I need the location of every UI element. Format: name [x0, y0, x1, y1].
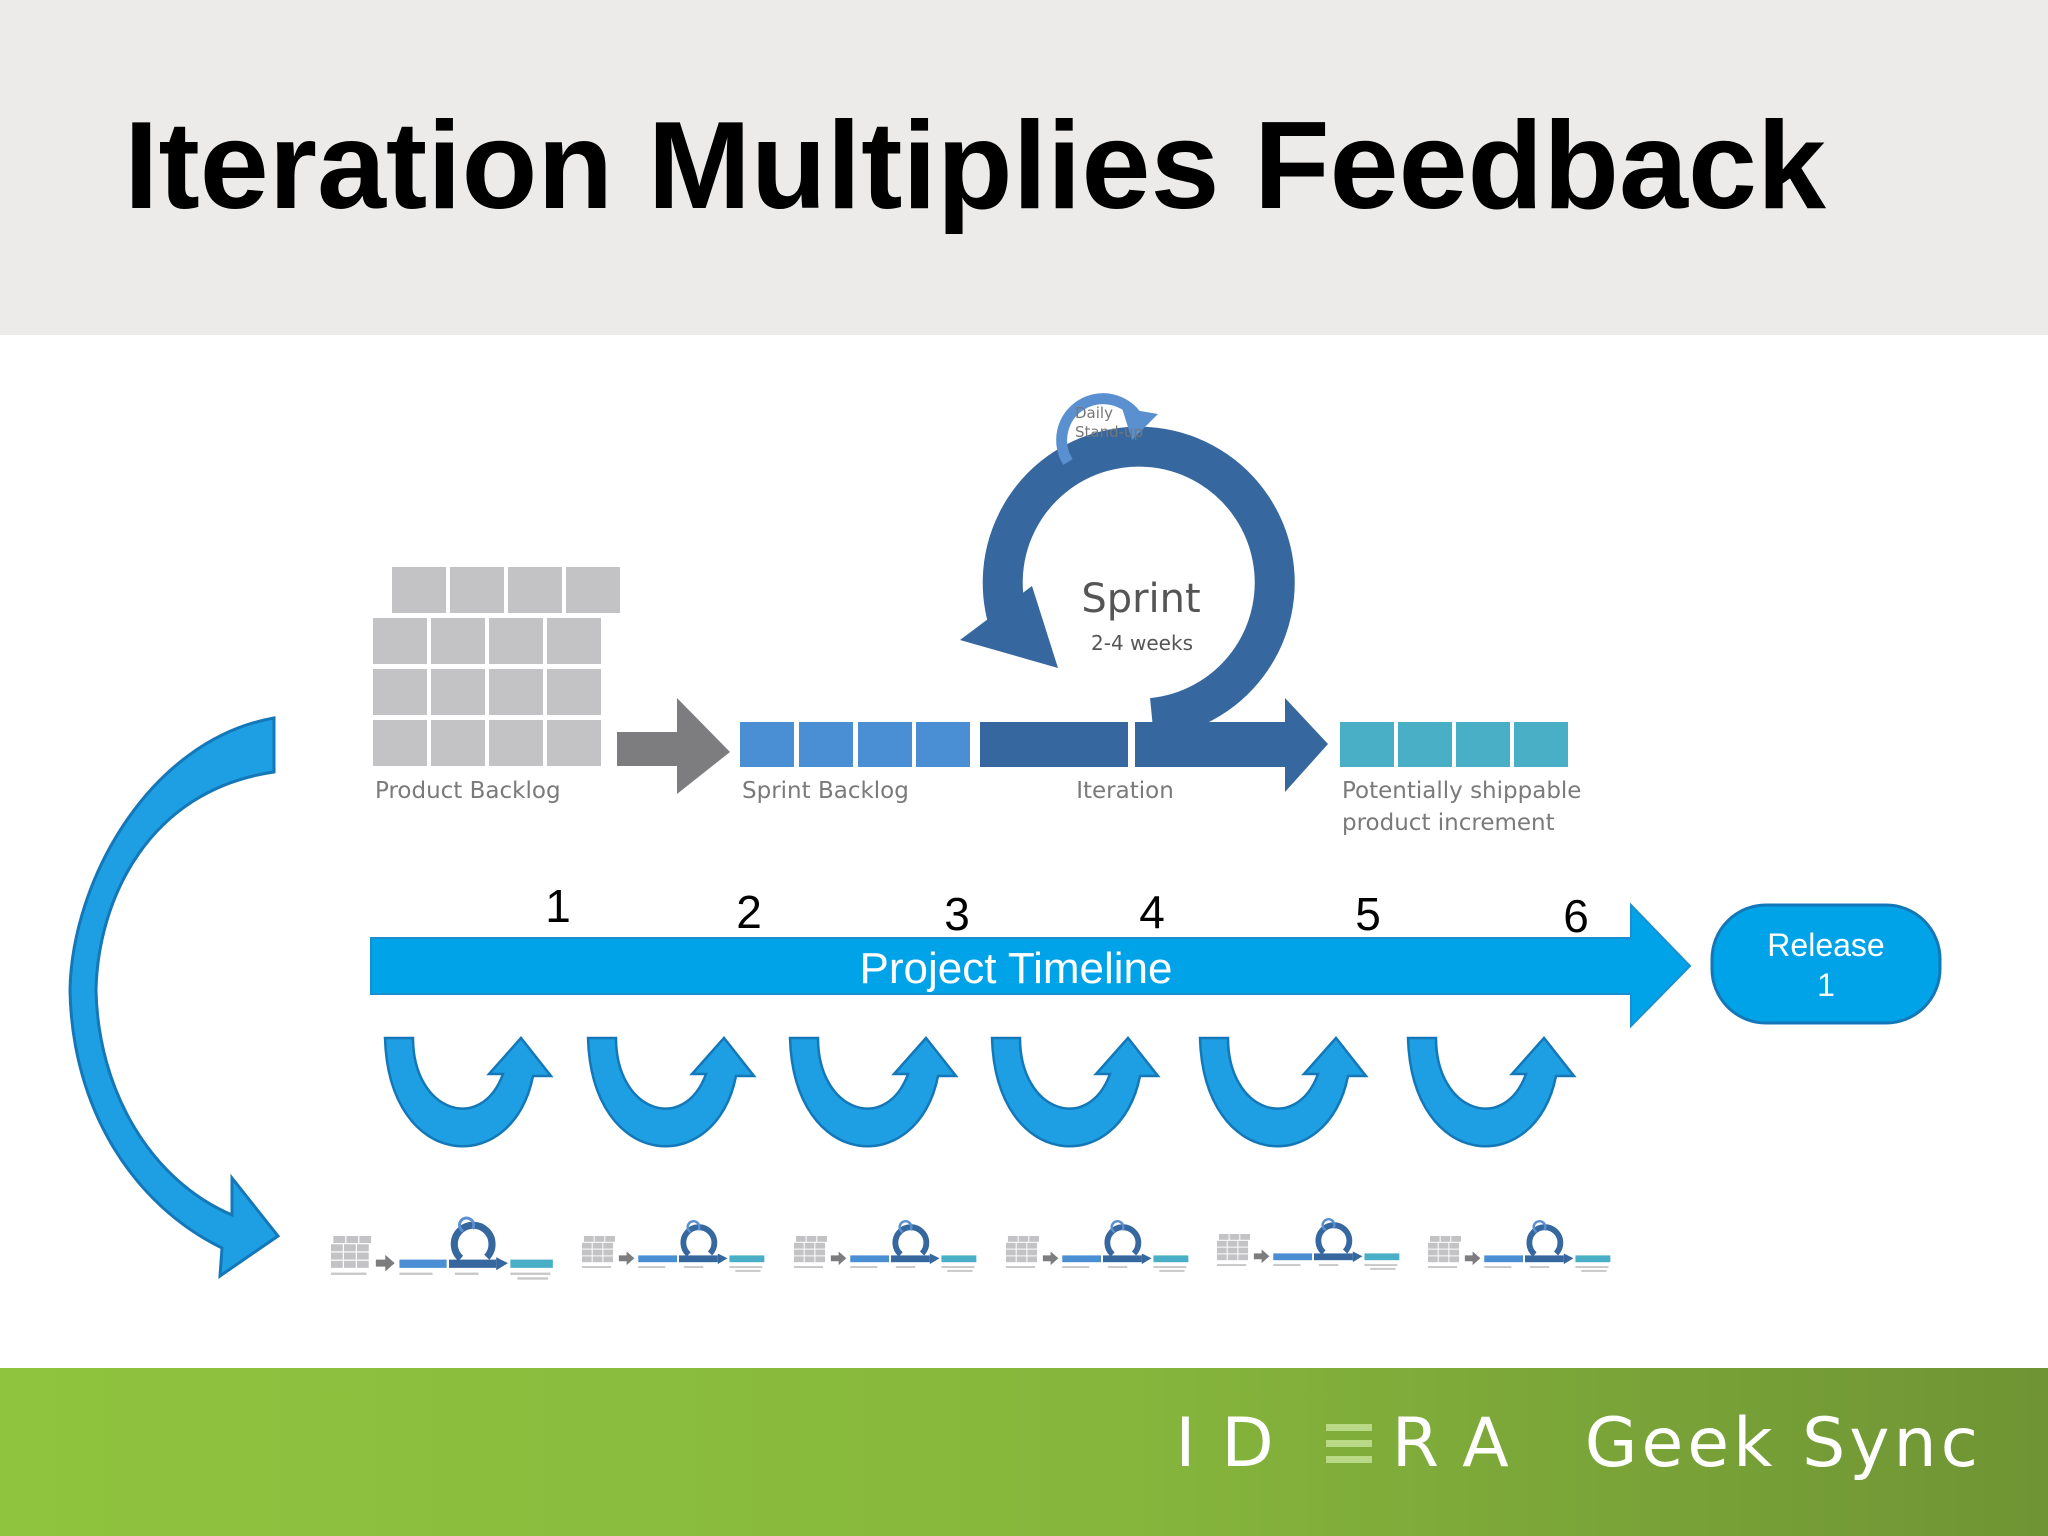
iteration-bar	[980, 698, 1328, 792]
mini-scrum-diagram-3	[794, 1221, 976, 1272]
mini-scrum-diagram-6	[1428, 1221, 1610, 1272]
brand-e-mark	[1325, 1420, 1372, 1466]
backlog-arrow	[617, 698, 730, 794]
feedback-arrow-3	[788, 1036, 959, 1148]
iteration-number-5: 5	[1355, 888, 1381, 940]
feedback-arrow-1	[383, 1036, 554, 1148]
release-label: Release	[1767, 927, 1884, 963]
product-backlog-label: Product Backlog	[375, 778, 561, 804]
mini-scrum-diagram-1	[331, 1218, 553, 1280]
sprint-loop-arrow	[982, 426, 1295, 738]
brand-ide: ID	[1175, 1403, 1300, 1483]
increment-blocks	[1340, 722, 1568, 767]
mini-scrum-diagram-5	[1217, 1219, 1399, 1270]
sprint-label: Sprint	[1081, 576, 1200, 622]
left-curved-arrow	[68, 716, 281, 1280]
brand-product: Geek Sync	[1584, 1403, 1982, 1483]
mini-scrum-diagram-4	[1006, 1221, 1188, 1272]
iteration-number-3: 3	[944, 888, 970, 940]
feedback-arrow-6	[1406, 1036, 1577, 1148]
sprint-duration: 2-4 weeks	[1091, 631, 1193, 655]
project-timeline-label: Project Timeline	[859, 944, 1172, 993]
header-band: Iteration Multiplies Feedback	[0, 0, 2048, 335]
increment-label-line2: product increment	[1342, 810, 1555, 836]
iteration-number-6: 6	[1563, 890, 1589, 942]
increment-label-line1: Potentially shippable	[1342, 778, 1581, 804]
sprint-backlog-label: Sprint Backlog	[742, 778, 909, 804]
feedback-arrow-2	[586, 1036, 757, 1148]
feedback-arrow-4	[990, 1036, 1161, 1148]
release-number: 1	[1817, 967, 1835, 1003]
daily-label: Daily	[1075, 404, 1113, 422]
iteration-number-1: 1	[545, 880, 571, 932]
iteration-label: Iteration	[1076, 778, 1174, 804]
sprint-backlog-blocks	[740, 722, 970, 767]
daily-standup-arrow	[1056, 393, 1143, 465]
brand-ra: RA	[1391, 1403, 1535, 1483]
slide-title: Iteration Multiplies Feedback	[124, 97, 1826, 235]
mini-scrum-diagram-2	[582, 1221, 764, 1272]
iteration-number-4: 4	[1139, 886, 1165, 938]
idera-geek-sync-logo: ID RA Geek Sync	[1175, 1388, 1982, 1498]
product-backlog-grid	[373, 567, 620, 766]
standup-label: Stand-up	[1075, 423, 1143, 441]
iteration-number-2: 2	[736, 886, 762, 938]
feedback-arrow-5	[1198, 1036, 1369, 1148]
project-timeline-arrow	[370, 902, 1692, 1029]
footer-band: ID RA Geek Sync	[0, 1368, 2048, 1536]
release-pill	[1710, 903, 1942, 1025]
